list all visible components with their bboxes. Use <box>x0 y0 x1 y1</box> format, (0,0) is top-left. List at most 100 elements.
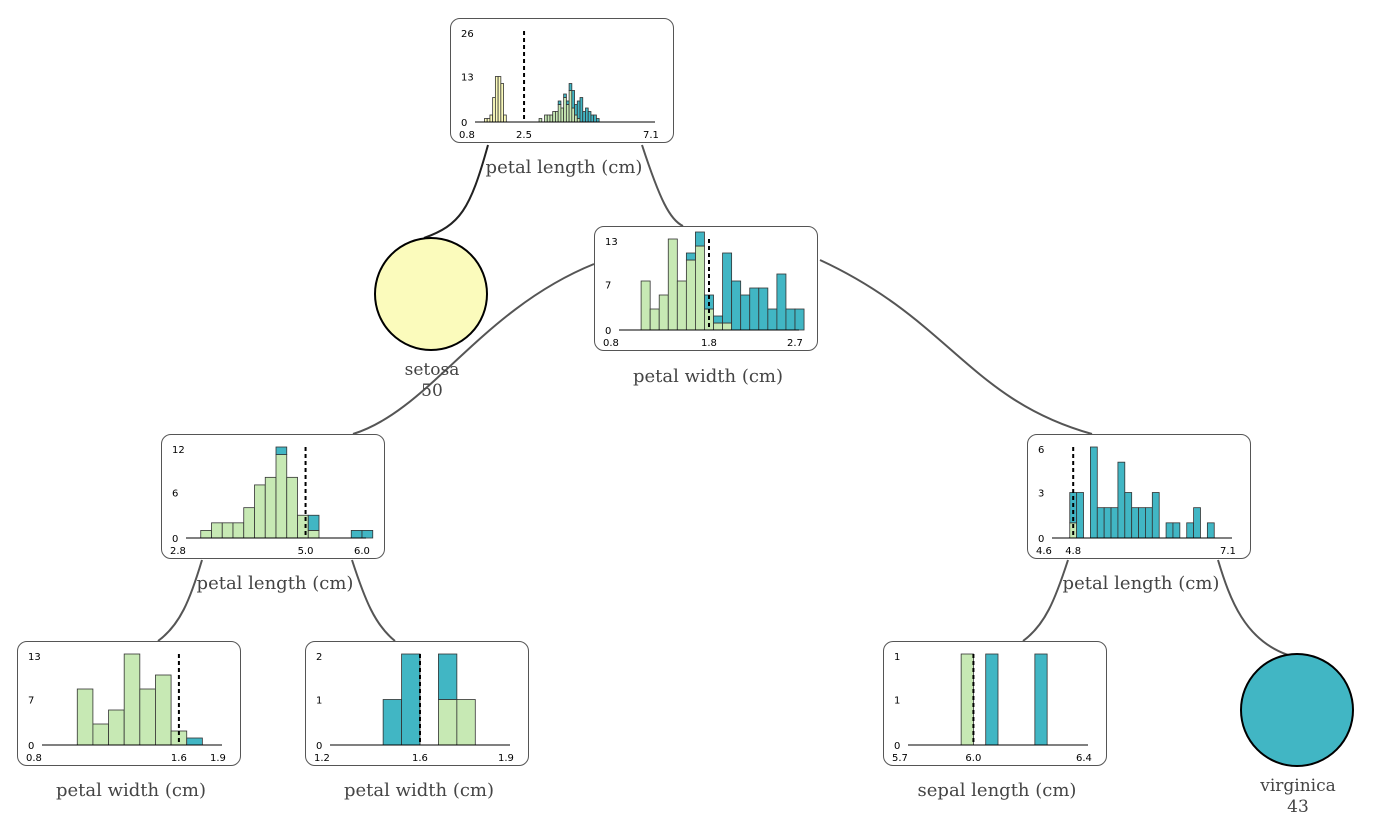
y-tick-label: 13 <box>28 652 41 663</box>
edge-plright-slrl <box>1022 559 1069 642</box>
histogram-bar <box>1076 492 1084 539</box>
histogram-bar <box>649 308 660 331</box>
histogram-bar <box>776 273 787 331</box>
x-tick-label: 6.4 <box>1076 753 1092 764</box>
histogram-bar <box>1131 507 1139 539</box>
histogram-bar <box>211 522 223 539</box>
edge-root-pw <box>641 144 684 227</box>
histogram-bar <box>503 114 507 123</box>
edge-plleft-pwlr <box>351 559 396 642</box>
histogram-bar <box>695 245 705 331</box>
x-tick-label: 4.8 <box>1065 546 1081 557</box>
histogram-bar <box>731 280 742 331</box>
y-tick-label: 1 <box>894 652 900 663</box>
leaf-virginica-label: virginica 43 <box>1218 776 1378 818</box>
histogram-bar <box>685 252 696 261</box>
histogram-bar <box>560 107 565 123</box>
histogram-bar <box>108 709 125 746</box>
histogram-bar <box>200 530 212 539</box>
x-tick-label: 1.6 <box>412 753 428 764</box>
histogram-bar <box>264 476 277 539</box>
node-pw-feature-label: petal width (cm) <box>632 366 784 387</box>
histogram-bar <box>1206 522 1215 539</box>
x-tick-label: 1.2 <box>314 753 330 764</box>
histogram-bar <box>557 104 562 123</box>
y-tick-label: 6 <box>172 489 178 500</box>
histogram-bar <box>497 76 502 123</box>
histogram-bar <box>985 653 999 746</box>
edge-root-setosa <box>423 144 489 239</box>
histogram-bar <box>1110 507 1119 539</box>
histogram-bar <box>576 100 581 119</box>
histogram-bar <box>1124 492 1133 539</box>
histogram-bar <box>382 699 402 746</box>
histogram-bar <box>568 83 573 91</box>
histogram-bar <box>254 484 266 539</box>
histogram-bar <box>579 97 584 123</box>
histogram-bar <box>1145 507 1153 539</box>
y-tick-label: 0 <box>894 741 900 752</box>
y-tick-label: 0 <box>1038 534 1044 545</box>
leaf-setosa-label: setosa 50 <box>352 360 512 402</box>
node-root-feature-label: petal length (cm) <box>485 157 643 178</box>
histogram-bar <box>640 280 651 331</box>
x-tick-label: 6.0 <box>965 753 981 764</box>
histogram-bar <box>492 97 496 123</box>
histogram-bar <box>275 454 288 539</box>
histogram-bar <box>740 294 751 331</box>
histogram-bar <box>1172 522 1181 539</box>
histogram-bar <box>767 308 778 331</box>
histogram-bar <box>565 100 570 105</box>
edge-pw-plright <box>819 259 1093 435</box>
histogram-bar <box>574 114 578 123</box>
histogram-bar <box>494 76 499 123</box>
histogram-bar <box>794 308 805 331</box>
histogram-bar <box>568 90 573 123</box>
y-tick-label: 0 <box>172 534 178 545</box>
histogram-bar <box>1138 507 1146 539</box>
histogram-bar <box>960 653 974 746</box>
histogram-bar <box>587 111 592 123</box>
y-tick-label: 26 <box>461 29 474 40</box>
histogram-bar <box>571 107 575 123</box>
y-tick-label: 13 <box>461 73 474 84</box>
y-tick-label: 0 <box>316 741 322 752</box>
leaf-setosa <box>374 237 488 351</box>
x-tick-label: 1.8 <box>701 338 717 349</box>
edge-plleft-pwll <box>157 559 203 642</box>
histogram-bar <box>484 118 488 123</box>
leaf-setosa-class: setosa <box>404 360 460 380</box>
histogram-bar <box>232 522 245 539</box>
edge-pw-plleft <box>352 263 595 435</box>
histogram-bar <box>722 252 733 324</box>
y-tick-label: 7 <box>28 696 34 707</box>
node-pw-lr-feature-label: petal width (cm) <box>343 780 495 801</box>
x-tick-label: 2.5 <box>516 130 532 141</box>
node-pw-ll-feature-label: petal width (cm) <box>55 780 207 801</box>
histogram-bar <box>563 93 567 98</box>
histogram-bar <box>758 287 769 331</box>
histogram-bar <box>221 522 234 539</box>
histogram-bar <box>785 308 796 331</box>
histogram-bar <box>401 653 421 746</box>
histogram-bar <box>155 674 172 746</box>
histogram-bar <box>500 83 504 123</box>
histogram-bar <box>549 114 554 123</box>
x-tick-label: 0.8 <box>26 753 42 764</box>
histogram-bar <box>713 315 723 324</box>
histogram-bar <box>722 322 733 331</box>
x-tick-label: 4.6 <box>1036 546 1052 557</box>
x-tick-label: 2.8 <box>170 546 186 557</box>
y-tick-label: 0 <box>461 118 467 129</box>
